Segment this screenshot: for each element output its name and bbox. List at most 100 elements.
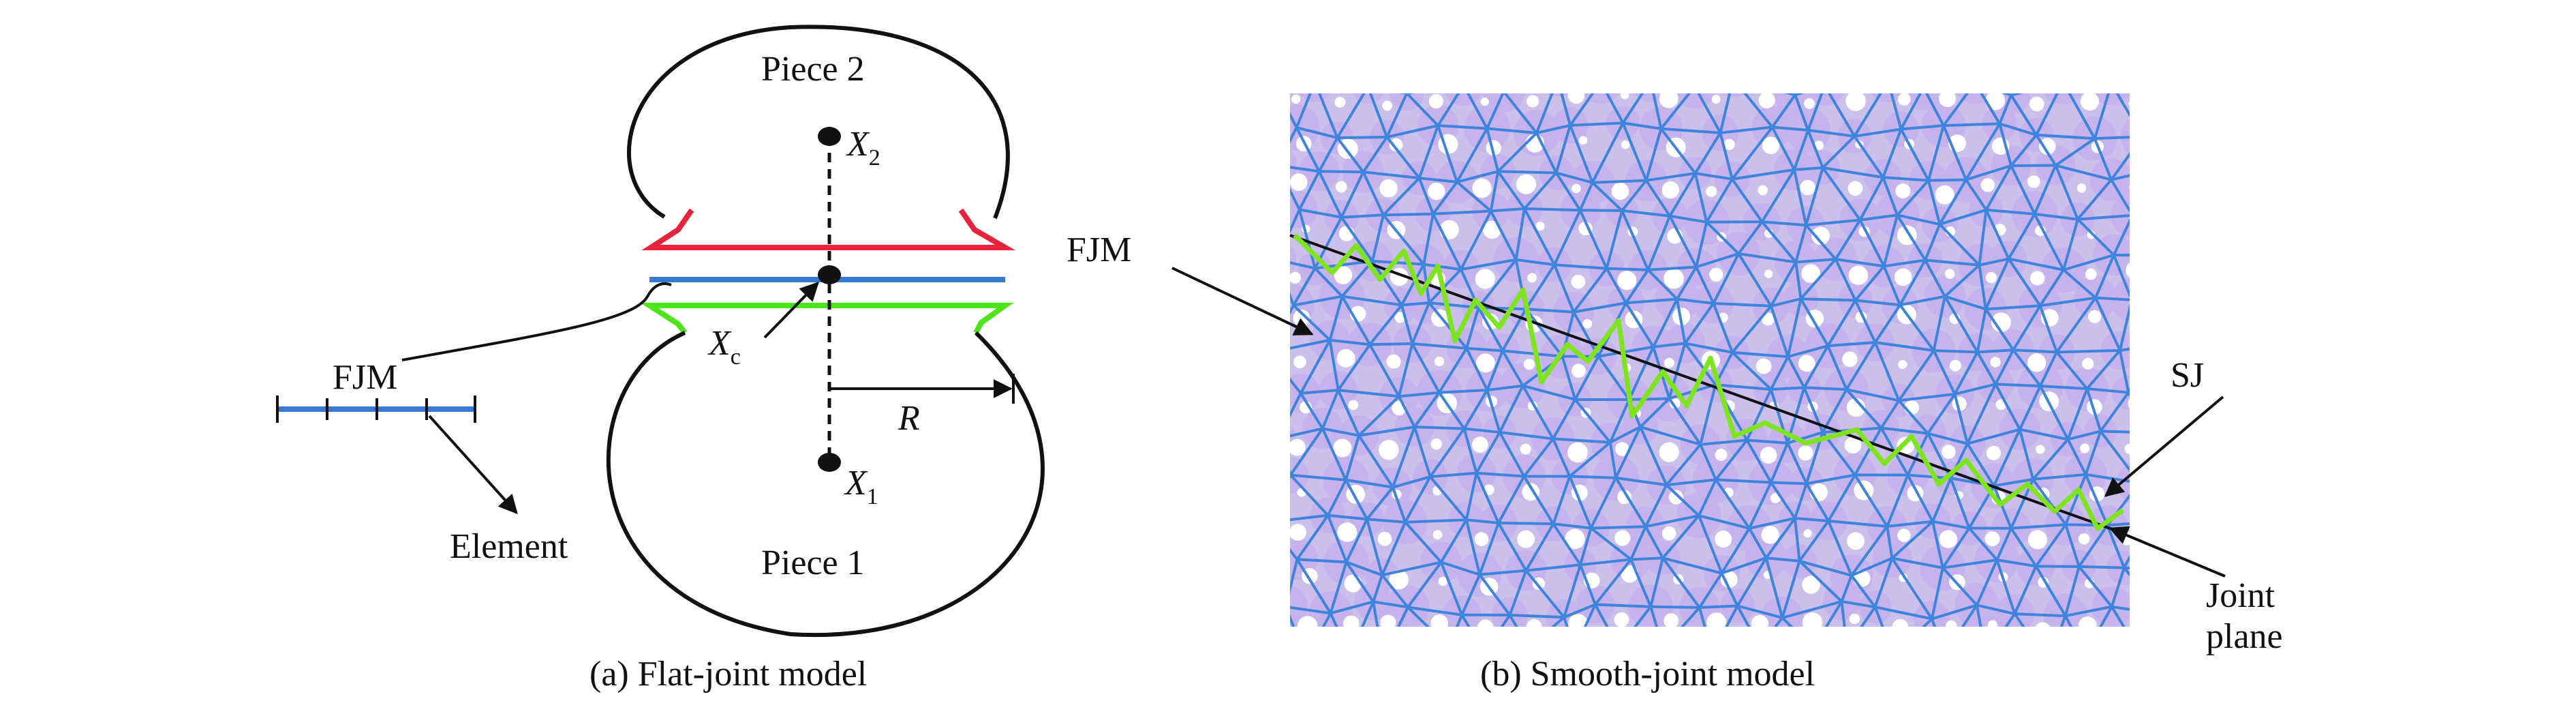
pore	[1945, 620, 1957, 627]
contact-bond	[1769, 356, 1790, 390]
pore	[1762, 312, 1775, 326]
pore	[1935, 185, 1954, 205]
contact-bond	[1466, 346, 1503, 353]
contact-bond	[1961, 604, 1978, 627]
pore	[1290, 438, 1306, 456]
contact-bond	[1925, 258, 1980, 267]
contact-bond	[1807, 93, 1824, 131]
contact-bond	[1290, 304, 1295, 315]
particle	[1290, 104, 1320, 151]
particle	[1582, 93, 1619, 104]
contact-bond	[1720, 527, 1751, 574]
contact-bond	[1460, 258, 1516, 271]
contact-bond	[1497, 522, 1527, 571]
contact-bond	[2055, 351, 2089, 390]
contact-bond	[1336, 136, 1365, 173]
contact-bond	[1805, 218, 1860, 227]
contact-bond	[2064, 474, 2087, 526]
contact-bond	[1644, 484, 1668, 528]
contact-bond	[1561, 356, 1577, 400]
contact-bond	[1882, 265, 1901, 306]
particle	[1361, 637, 1405, 681]
contact-bond	[1770, 261, 1797, 307]
contact-bond	[1736, 557, 1768, 607]
contact-bond	[1372, 574, 1384, 603]
pore	[1802, 576, 1820, 594]
particle	[2043, 593, 2087, 627]
contact-bond	[1652, 93, 1663, 130]
contact-bond	[1432, 181, 1458, 215]
contact-bond	[1605, 93, 1625, 124]
contact-bond	[2064, 566, 2081, 616]
contact-bond	[1698, 607, 1706, 627]
pore	[1621, 140, 1630, 149]
contact-bond	[1290, 166, 1319, 173]
contact-bond	[1731, 126, 1774, 180]
contact-bond	[1486, 93, 1505, 130]
particle	[1760, 596, 1804, 627]
contact-bond	[1668, 215, 1698, 268]
contact-bond	[1614, 477, 1647, 528]
contact-bond	[1773, 616, 1783, 627]
particle	[1390, 93, 1424, 111]
contact-bond	[1625, 269, 1650, 304]
contact-bond	[1798, 520, 1830, 562]
contact-bond	[1314, 267, 1343, 297]
contact-bond	[1437, 125, 1458, 183]
contact-bond	[1407, 606, 1430, 627]
contact-bond	[1365, 518, 1384, 576]
contact-bond	[1993, 477, 2034, 488]
contact-bond	[1290, 392, 1302, 418]
label-joint-plane-line1: Joint	[2206, 576, 2275, 615]
pore	[1290, 271, 1301, 284]
contact-bond	[1340, 295, 1371, 346]
contact-bond	[1432, 209, 1491, 215]
contact-bond	[1290, 558, 1299, 595]
contact-bond	[1994, 349, 2015, 385]
contact-bond	[1858, 177, 1884, 221]
contact-bond	[1899, 295, 1946, 307]
contact-bond	[1826, 345, 1848, 390]
contact-bond	[1715, 439, 1749, 481]
pore	[1898, 359, 1907, 370]
contact-bond	[2019, 428, 2068, 441]
contact-bond	[2013, 613, 2025, 627]
pore	[1567, 442, 1588, 463]
contact-bond	[1368, 304, 1403, 346]
contact-bond	[2013, 348, 2057, 354]
contact-bond	[1405, 93, 1439, 127]
pore	[1477, 619, 1494, 627]
particle	[1444, 93, 1483, 106]
contact-bond	[1625, 297, 1678, 305]
fjm-pointer-curve	[401, 282, 672, 361]
contact-bond	[1328, 513, 1368, 521]
pore	[1290, 173, 1308, 191]
contact-bond	[1906, 432, 1929, 476]
contact-bond	[2062, 219, 2079, 271]
contact-bond	[2115, 93, 2130, 118]
pore	[1849, 613, 1860, 625]
particle	[2131, 505, 2166, 540]
contact-bond	[1399, 93, 1407, 95]
pore	[1480, 98, 1489, 106]
contact-bond	[1984, 164, 2012, 211]
contact-bond	[2094, 297, 2121, 351]
pore	[1755, 358, 1772, 374]
contact-bond	[1942, 93, 1969, 127]
panel-b-smooth-joint-model: FJM SJ Joint plane (b) Smooth-joint mode…	[1067, 93, 2283, 693]
contact-bond	[1828, 341, 1875, 348]
contact-bond	[2110, 151, 2130, 181]
contact-bond	[2132, 168, 2164, 215]
pore	[1800, 179, 1815, 196]
contact-bond	[1552, 399, 1577, 440]
contact-bond	[2010, 527, 2038, 567]
contact-bond	[1569, 125, 1594, 183]
contact-bond	[1580, 209, 1623, 212]
contact-bond	[1362, 171, 1385, 216]
pore	[1434, 356, 1445, 367]
contact-bond	[1944, 295, 1987, 311]
contact-bond	[1827, 474, 1856, 522]
contact-bond	[1553, 522, 1591, 530]
contact-bond	[2039, 269, 2065, 307]
